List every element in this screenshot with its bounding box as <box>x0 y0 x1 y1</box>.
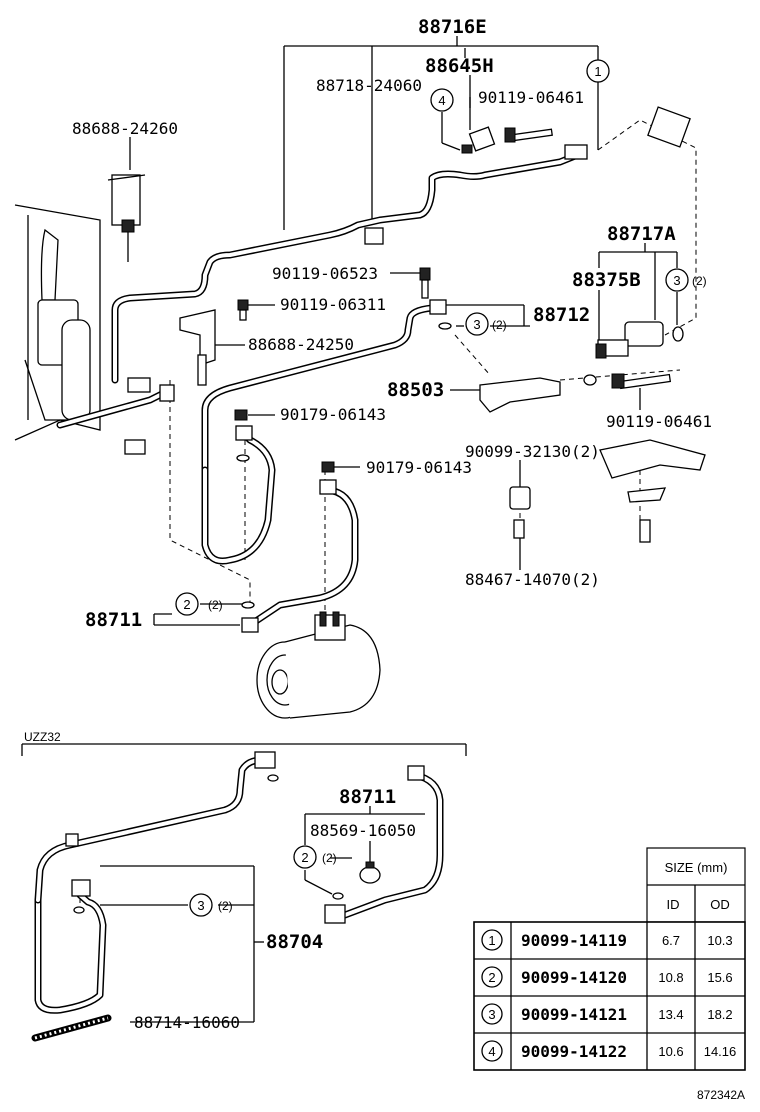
svg-text:4: 4 <box>438 93 445 108</box>
condenser-assembly <box>14 204 175 455</box>
label-90179-06143-a: 90179-06143 <box>280 405 386 424</box>
refrigerant-pipes <box>111 150 584 629</box>
top-parts <box>107 106 706 633</box>
svg-text:15.6: 15.6 <box>707 970 732 985</box>
size-table-title: SIZE (mm) <box>665 860 728 875</box>
label-88718-24060: 88718-24060 <box>316 76 422 95</box>
svg-text:1: 1 <box>594 64 601 79</box>
callout-3-88717a: 3 (2) <box>665 268 707 292</box>
label-88467-14070: 88467-14070(2) <box>465 570 600 589</box>
svg-text:(2): (2) <box>492 318 507 332</box>
size-table: SIZE (mm) ID OD 1 90099-14119 6.7 10.3 2… <box>473 847 746 1071</box>
size-table-row-4: 4 90099-14122 10.6 14.16 <box>481 1040 737 1062</box>
svg-text:10.6: 10.6 <box>658 1044 683 1059</box>
label-88714-16060: 88714-16060 <box>134 1013 240 1032</box>
label-88688-24250: 88688-24250 <box>248 335 354 354</box>
svg-text:2: 2 <box>183 597 190 612</box>
size-table-col-id: ID <box>667 897 680 912</box>
label-90119-06523: 90119-06523 <box>272 264 378 283</box>
callout-2-bottom: 2 (2) <box>293 845 337 869</box>
label-88569-16050: 88569-16050 <box>310 821 416 840</box>
label-88645h: 88645H <box>425 55 494 77</box>
svg-text:90099-14120: 90099-14120 <box>521 968 627 987</box>
leader-lines <box>21 36 678 1023</box>
svg-text:1: 1 <box>488 933 495 948</box>
label-90119-06461-bottom: 90119-06461 <box>606 412 712 431</box>
size-table-row-2: 2 90099-14120 10.8 15.6 <box>481 966 733 988</box>
callout-3-88712: 3 (2) <box>465 312 507 336</box>
callout-4-top: 4 <box>430 88 454 112</box>
svg-text:18.2: 18.2 <box>707 1007 732 1022</box>
label-88716e: 88716E <box>418 16 487 38</box>
svg-text:2: 2 <box>301 850 308 865</box>
callout-1-top: 1 <box>586 59 610 83</box>
svg-text:10.8: 10.8 <box>658 970 683 985</box>
svg-text:90099-14121: 90099-14121 <box>521 1005 627 1024</box>
svg-text:90099-14122: 90099-14122 <box>521 1042 627 1061</box>
size-table-col-od: OD <box>710 897 730 912</box>
svg-text:(2): (2) <box>692 274 707 288</box>
callout-circles: 1 4 3 (2) 3 (2) 2 (2) 2 (2) 3 (2) <box>175 59 707 917</box>
label-88711-bottom: 88711 <box>339 786 396 808</box>
svg-text:(2): (2) <box>208 598 223 612</box>
label-88704: 88704 <box>266 931 323 953</box>
svg-text:90099-14119: 90099-14119 <box>521 931 627 950</box>
label-88503: 88503 <box>387 379 444 401</box>
svg-text:14.16: 14.16 <box>704 1044 737 1059</box>
svg-text:10.3: 10.3 <box>707 933 732 948</box>
label-90099-32130: 90099-32130(2) <box>465 442 600 461</box>
svg-text:4: 4 <box>488 1044 495 1059</box>
svg-text:6.7: 6.7 <box>662 933 680 948</box>
uzz32-pipes <box>31 751 444 1042</box>
label-88717a: 88717A <box>607 223 676 245</box>
callout-2-88711: 2 (2) <box>175 592 223 616</box>
callout-3-88704: 3 (2) <box>189 893 233 917</box>
size-table-row-3: 3 90099-14121 13.4 18.2 <box>481 1003 733 1025</box>
part-labels: 88716E 88645H 88718-24060 90119-06461 88… <box>24 16 745 1102</box>
svg-text:(2): (2) <box>322 851 337 865</box>
svg-text:13.4: 13.4 <box>658 1007 683 1022</box>
label-88375b: 88375B <box>572 269 641 291</box>
label-uzz32: UZZ32 <box>24 730 61 744</box>
size-table-row-1: 1 90099-14119 6.7 10.3 <box>481 929 733 951</box>
label-90179-06143-b: 90179-06143 <box>366 458 472 477</box>
svg-text:2: 2 <box>488 970 495 985</box>
label-90119-06461-top: 90119-06461 <box>478 88 584 107</box>
label-90119-06311: 90119-06311 <box>280 295 386 314</box>
svg-text:3: 3 <box>673 273 680 288</box>
svg-text:3: 3 <box>197 898 204 913</box>
label-88711-top: 88711 <box>85 609 142 631</box>
svg-text:(2): (2) <box>218 899 233 913</box>
label-88688-24260: 88688-24260 <box>72 119 178 138</box>
svg-text:3: 3 <box>488 1007 495 1022</box>
compressor <box>256 611 381 719</box>
figure-id: 872342A <box>697 1088 745 1102</box>
label-88712: 88712 <box>533 304 590 326</box>
svg-text:3: 3 <box>473 317 480 332</box>
